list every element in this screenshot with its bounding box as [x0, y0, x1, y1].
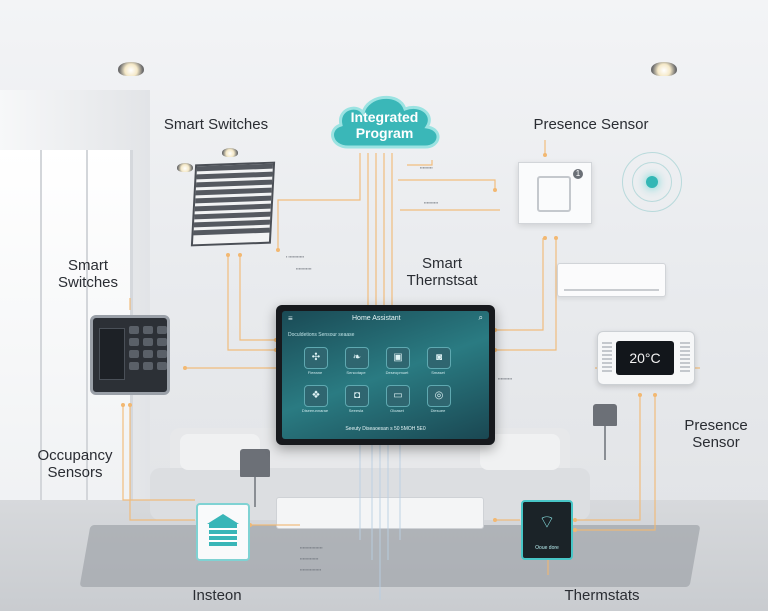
micro-text: ▪ ▪▪▪▪▪▪▪▪▪▪▪ [286, 254, 304, 259]
window-mullion [40, 150, 42, 550]
menu-icon[interactable]: ≡ [288, 314, 293, 324]
tablet-app-bar: ≡ Home Assistant ⌕ [282, 311, 489, 327]
thermostat-grille [602, 342, 612, 374]
tile-label: Seeesla [336, 408, 376, 414]
target-icon[interactable]: ◎ [427, 385, 451, 407]
tile-label: Fleeane [295, 370, 335, 376]
tile-label: Oloaset [377, 408, 417, 414]
group-icon[interactable]: ❖ [304, 385, 328, 407]
presence-sensor-device[interactable]: 1 [518, 162, 592, 224]
photo-icon[interactable]: ◙ [427, 347, 451, 369]
tile-label: Deseopmuet [377, 370, 417, 376]
smart-blinds-device[interactable] [191, 162, 275, 247]
camera-icon[interactable]: ▣ [386, 347, 410, 369]
window-mullion [86, 150, 88, 550]
tablet-tabs[interactable]: Doculdetions Sensour seaase [288, 331, 354, 339]
micro-text: ▪▪▪▪▪▪▪▪▪▪▪▪▪▪▪▪ [300, 545, 323, 550]
garage-roof-icon [207, 514, 239, 524]
wifi-lock-icon: ⌔ [523, 512, 571, 532]
micro-text: ▪▪▪▪▪▪▪▪▪▪ [498, 376, 512, 381]
home-assistant-tablet[interactable]: ≡ Home Assistant ⌕ Doculdetions Sensour … [276, 305, 495, 445]
device-caption: Ooue dore [523, 545, 571, 552]
tile-label: Diesuee [418, 408, 458, 414]
thermostat-grille [680, 342, 690, 374]
label-smart-thermostat: Smart Thernstsat [404, 255, 480, 289]
micro-text: ▪▪▪▪▪▪▪▪▪▪▪▪▪ [300, 556, 318, 561]
insteon-garage-device[interactable] [196, 503, 250, 561]
signal-pulse-icon [622, 152, 682, 212]
keypad-keys [129, 326, 165, 370]
ceiling-light [177, 163, 193, 172]
cloud-title: Integrated Program [323, 109, 446, 141]
smart-thermostat-device[interactable]: 20°C [597, 331, 695, 385]
label-smart-switches-left: Smart Switches [50, 257, 126, 291]
air-conditioner[interactable] [557, 263, 666, 297]
micro-text: ▪▪▪▪▪▪▪▪▪▪▪ [296, 266, 312, 271]
search-icon[interactable]: ⌕ [479, 313, 483, 323]
lock-icon[interactable]: ◘ [345, 385, 369, 407]
sensor-badge: 1 [573, 169, 583, 179]
tablet-footer: Seeuty Diseaoesan s 50 5MOH 5E0 [282, 426, 489, 433]
tablet-screen: ≡ Home Assistant ⌕ Doculdetions Sensour … [282, 311, 489, 439]
sensor-frame-icon [537, 176, 571, 212]
smart-switch-keypad[interactable] [90, 315, 170, 395]
micro-text: ▪▪▪▪▪▪▪▪▪ [420, 165, 433, 170]
label-presence-sensor-top: Presence Sensor [526, 116, 656, 133]
tile-label: Diseerunnarae [295, 408, 335, 414]
label-insteon: Insteon [184, 587, 250, 604]
micro-text: ▪▪▪▪▪▪▪▪▪▪ [424, 200, 438, 205]
fan-icon[interactable]: ✣ [304, 347, 328, 369]
integrated-program-cloud[interactable]: Integrated Program [323, 87, 446, 153]
lamp-pole [254, 477, 256, 507]
rug [80, 525, 701, 587]
tile-label: Smaset [418, 370, 458, 376]
thermostat-display: 20°C [616, 341, 674, 375]
keypad-screen [99, 328, 125, 380]
label-smart-switches-top: Smart Switches [150, 116, 282, 133]
lamp-right [593, 404, 617, 426]
ceiling-light [118, 62, 144, 76]
coffee-table [276, 497, 484, 529]
tile-label: Sencotape [336, 370, 376, 376]
micro-text: ▪▪▪▪▪▪▪▪▪▪▪▪▪▪▪ [300, 567, 321, 572]
ceiling-light [222, 148, 238, 157]
screen-icon[interactable]: ▭ [386, 385, 410, 407]
garage-door-icon [209, 524, 237, 546]
label-thermostats: Thermstats [556, 587, 648, 604]
lamp-left [240, 449, 270, 477]
leaf-icon[interactable]: ❧ [345, 347, 369, 369]
ceiling-light [651, 62, 677, 76]
lamp-pole [604, 426, 606, 460]
label-occupancy-sensors: Occupancy Sensors [30, 447, 120, 481]
thermostat-lock-device[interactable]: ⌔ Ooue dore [521, 500, 573, 560]
app-title: Home Assistant [352, 314, 401, 324]
label-presence-sensor-right: Presence Sensor [676, 417, 756, 451]
